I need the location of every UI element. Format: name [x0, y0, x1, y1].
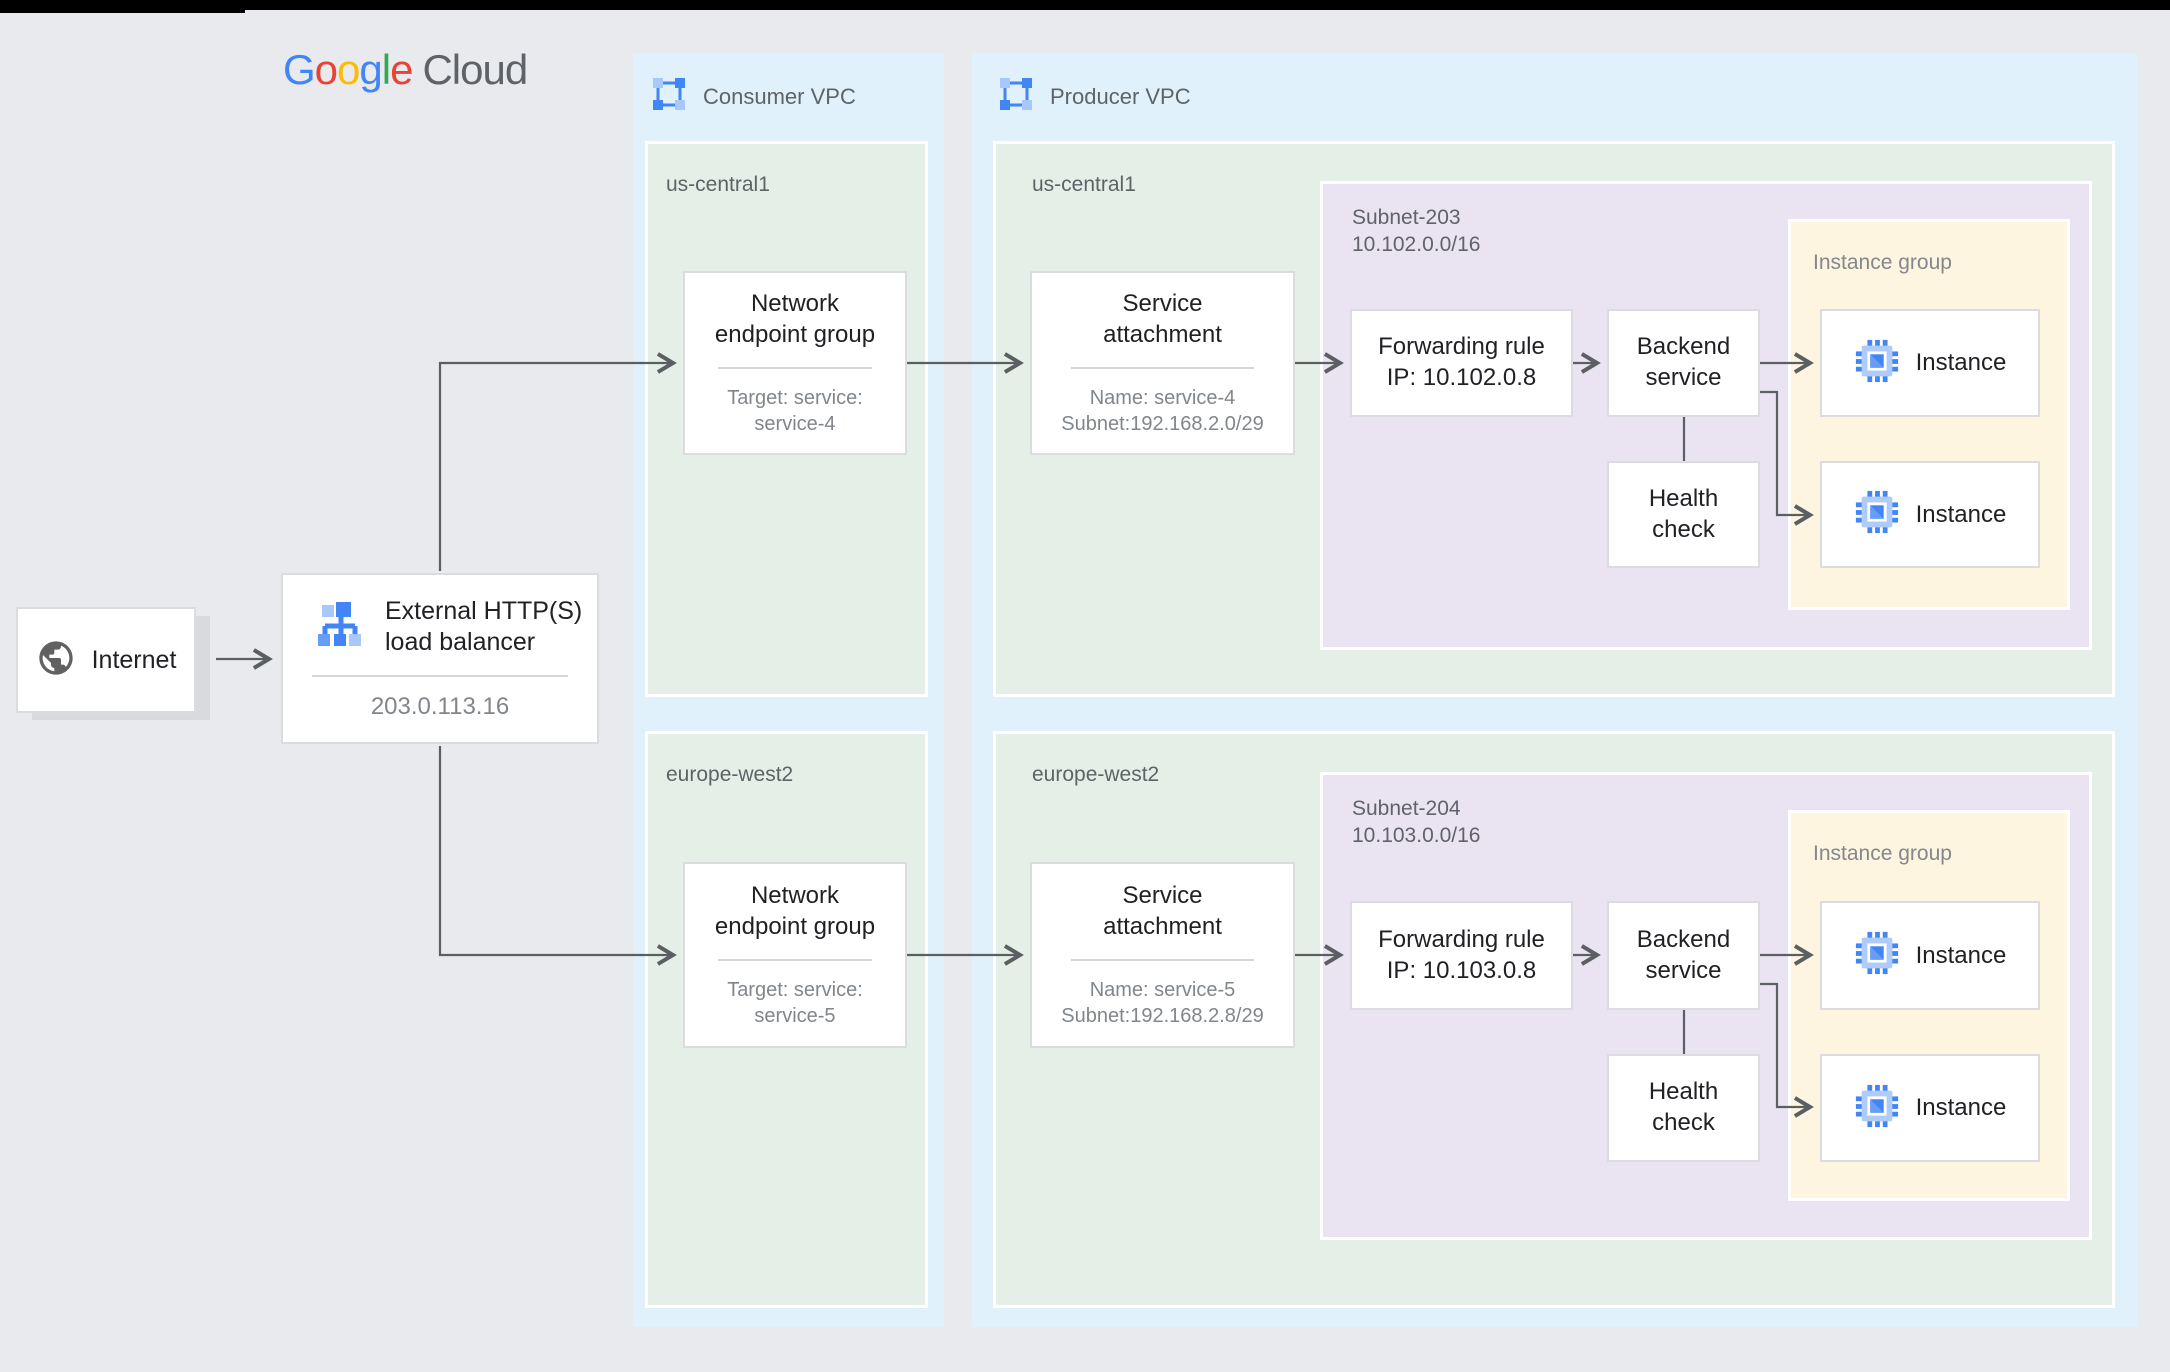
- neg-title-line1: Network: [750, 290, 839, 318]
- fr-title-line1: Forwarding rule: [1378, 925, 1545, 953]
- hc-title-line2: check: [1652, 515, 1715, 543]
- divider: [718, 958, 872, 961]
- region-label: us-central1: [666, 173, 770, 196]
- forwarding-rule-node: Forwarding rule IP: 10.102.0.8: [1350, 309, 1573, 417]
- service-attachment-node: Service attachment Name: service-4 Subne…: [1030, 271, 1295, 455]
- backend-service-node: Backend service: [1607, 901, 1760, 1010]
- instance-node: Instance: [1820, 1054, 2040, 1162]
- sa-title-line1: Service: [1122, 290, 1203, 318]
- logo-letter: o: [314, 46, 338, 93]
- load-balancer-ip: 203.0.113.16: [370, 693, 510, 720]
- compute-engine-icon: [1854, 930, 1900, 981]
- forwarding-rule-node: Forwarding rule IP: 10.103.0.8: [1350, 901, 1573, 1010]
- instance-node: Instance: [1820, 461, 2040, 568]
- hc-title-line2: check: [1652, 1109, 1715, 1136]
- producer-vpc-title: Producer VPC: [1050, 83, 1191, 109]
- instance-label: Instance: [1915, 1094, 2007, 1121]
- subnet-label: Subnet-204 10.103.0.0/16: [1352, 796, 1480, 850]
- fr-ip-line: IP: 10.102.0.8: [1386, 364, 1537, 391]
- divider: [718, 366, 872, 369]
- neg-detail-line2: service-4: [754, 412, 836, 435]
- globe-icon: [36, 638, 76, 683]
- sa-detail-line1: Name: service-5: [1089, 978, 1236, 1001]
- bs-title-line1: Backend: [1636, 333, 1731, 361]
- top-bar-left-segment: [0, 0, 245, 13]
- network-endpoint-group-node: Network endpoint group Target: service: …: [683, 271, 907, 455]
- sa-detail-line2: Subnet:192.168.2.0/29: [1061, 412, 1264, 435]
- instance-label: Instance: [1915, 349, 2007, 376]
- divider: [1071, 958, 1254, 961]
- lb-title-line1: External HTTP(S): [385, 597, 583, 625]
- neg-detail-line1: Target: service:: [727, 386, 863, 409]
- subnet-cidr: 10.102.0.0/16: [1352, 232, 1481, 256]
- compute-engine-icon: [1854, 1083, 1900, 1134]
- bs-title-line2: service: [1645, 956, 1722, 984]
- compute-engine-icon: [1854, 338, 1900, 389]
- subnet-name: Subnet-204: [1352, 797, 1461, 820]
- logo-letter: G: [283, 46, 316, 93]
- top-bar: [0, 0, 2170, 10]
- divider: [312, 675, 568, 677]
- region-label: europe-west2: [1032, 763, 1160, 786]
- network-endpoint-group-node: Network endpoint group Target: service: …: [683, 862, 907, 1048]
- neg-title-line2: endpoint group: [714, 913, 876, 940]
- fr-ip-line: IP: 10.103.0.8: [1386, 956, 1537, 984]
- hc-title-line1: Health: [1648, 484, 1719, 512]
- sa-detail-line2: Subnet:192.168.2.8/29: [1061, 1004, 1264, 1027]
- region-label: us-central1: [1032, 173, 1136, 196]
- neg-title-line1: Network: [750, 882, 839, 910]
- neg-title-line2: endpoint group: [714, 321, 876, 348]
- instance-group-label: Instance group: [1813, 842, 1952, 865]
- subnet-cidr: 10.103.0.0/16: [1352, 823, 1481, 847]
- consumer-vpc-header: Consumer VPC: [651, 76, 856, 117]
- region-label: europe-west2: [666, 763, 794, 786]
- instance-label: Instance: [1915, 500, 2007, 528]
- subnet-name: Subnet-203: [1352, 206, 1461, 229]
- internet-node: Internet: [16, 607, 196, 713]
- compute-engine-icon: [1854, 489, 1900, 540]
- vpc-icon: [998, 76, 1034, 117]
- logo-letter: l: [381, 46, 391, 93]
- producer-vpc-header: Producer VPC: [998, 76, 1191, 117]
- divider: [1071, 366, 1254, 369]
- sa-detail-line1: Name: service-4: [1089, 386, 1236, 409]
- bs-title-line2: service: [1645, 364, 1722, 391]
- subnet-label: Subnet-203 10.102.0.0/16: [1352, 205, 1480, 259]
- logo-letter: g: [359, 46, 382, 93]
- vpc-icon: [651, 76, 687, 117]
- consumer-vpc-title: Consumer VPC: [703, 83, 856, 109]
- health-check-node: Health check: [1607, 461, 1760, 568]
- hc-title-line1: Health: [1648, 1078, 1719, 1106]
- load-balancer-icon: [315, 600, 363, 653]
- neg-detail-line1: Target: service:: [727, 978, 863, 1001]
- sa-title-line2: attachment: [1103, 321, 1222, 348]
- logo-letter: e: [390, 46, 413, 93]
- lb-title-line2: load balancer: [385, 627, 536, 656]
- load-balancer-title: External HTTP(S) load balancer: [385, 596, 582, 657]
- fr-title-line1: Forwarding rule: [1378, 333, 1545, 361]
- bs-title-line1: Backend: [1636, 925, 1731, 953]
- logo-cloud-text: Cloud: [422, 46, 528, 93]
- load-balancer-node: External HTTP(S) load balancer 203.0.113…: [281, 573, 599, 744]
- internet-label: Internet: [91, 645, 177, 674]
- service-attachment-node: Service attachment Name: service-5 Subne…: [1030, 862, 1295, 1048]
- neg-detail-line2: service-5: [754, 1004, 836, 1027]
- health-check-node: Health check: [1607, 1054, 1760, 1162]
- instance-node: Instance: [1820, 901, 2040, 1010]
- instance-label: Instance: [1915, 941, 2007, 969]
- sa-title-line1: Service: [1122, 882, 1203, 910]
- sa-title-line2: attachment: [1103, 913, 1222, 940]
- instance-node: Instance: [1820, 309, 2040, 417]
- instance-group-label: Instance group: [1813, 251, 1952, 274]
- logo-letter: o: [337, 46, 360, 93]
- backend-service-node: Backend service: [1607, 309, 1760, 417]
